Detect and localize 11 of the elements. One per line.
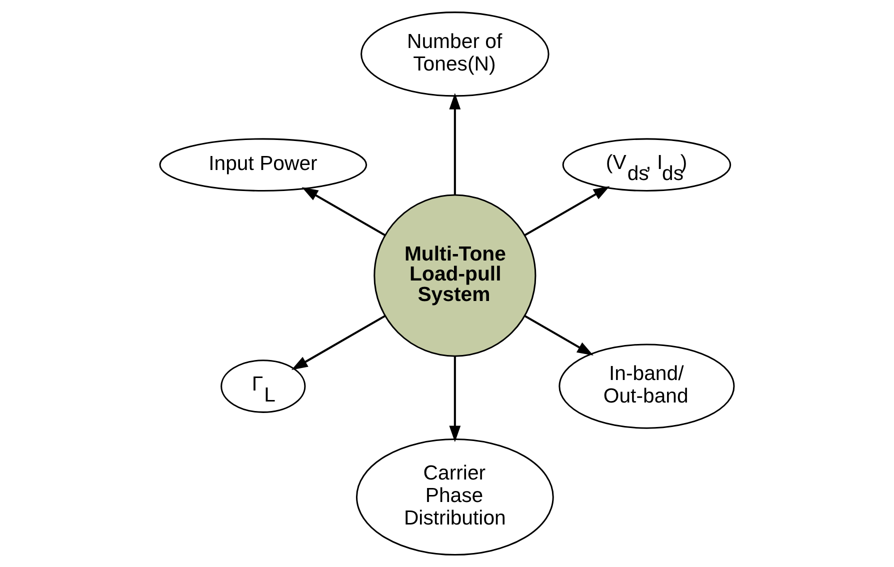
arrow	[291, 314, 386, 370]
node-ellipse: Input Power	[159, 138, 368, 192]
arrow	[449, 356, 461, 442]
arrow	[524, 186, 610, 236]
node-ellipse: Carrier Phase Distribution	[356, 438, 554, 556]
node-ellipse: In-band/ Out-band	[558, 344, 735, 429]
arrow	[524, 314, 594, 356]
node-ellipse: Number of Tones(N)	[360, 12, 550, 97]
arrow	[302, 187, 386, 236]
arrow	[449, 93, 461, 195]
node-circle: Multi-Tone Load-pull System	[374, 194, 536, 357]
